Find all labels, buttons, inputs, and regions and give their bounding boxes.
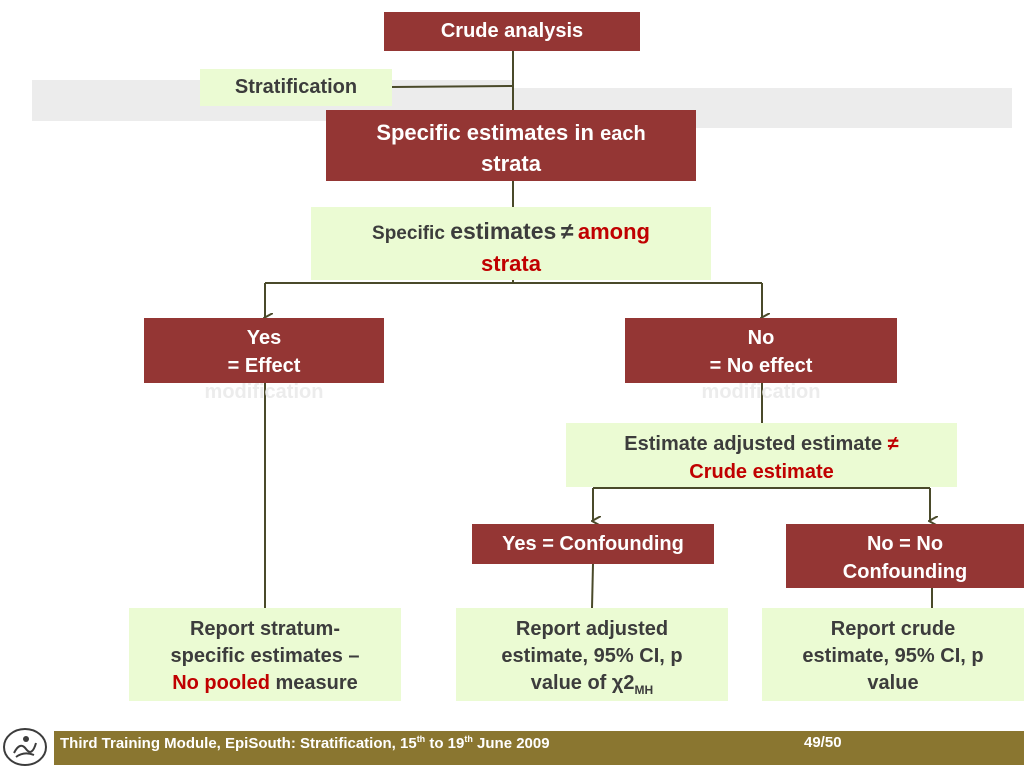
not-equal-icon: ≠ xyxy=(560,218,574,244)
specific-estimates-text: Specific estimates in xyxy=(376,120,601,145)
among-strata-estimates: estimates xyxy=(450,218,557,244)
no-confounding-line2: Confounding xyxy=(842,561,968,583)
report-stratum-box: Report stratum- specific estimates – No … xyxy=(129,608,401,701)
no-effect-effect: = No effect xyxy=(709,355,813,377)
footer-text-c: June 2009 xyxy=(472,735,550,752)
report-crude-line2: estimate, 95% CI, p xyxy=(802,645,984,667)
specific-estimates-each: each xyxy=(600,123,646,145)
yes-effect-yes: Yes xyxy=(246,327,282,349)
report-adjusted-line3: value of χ2 xyxy=(530,672,635,694)
footer-sup-b: th xyxy=(464,734,473,744)
among-strata-box: Specific estimates ≠ among strata xyxy=(311,207,711,280)
no-effect-no: No xyxy=(747,327,775,349)
report-adjusted-line2: estimate, 95% CI, p xyxy=(501,645,683,667)
report-adjusted-sub: MH xyxy=(634,683,654,697)
page-number: 49/50 xyxy=(804,734,842,751)
footer-text-a: Third Training Module, EpiSouth: Stratif… xyxy=(60,735,417,752)
report-stratum-line1: Report stratum- xyxy=(189,618,340,640)
yes-effect-modification: modification xyxy=(204,381,324,403)
no-effect-box: No = No effect xyxy=(625,318,897,383)
specific-estimates-strata: strata xyxy=(481,151,541,176)
report-crude-line1: Report crude xyxy=(830,618,956,640)
footer-text-b: to 19 xyxy=(425,735,465,752)
crude-analysis-box: Crude analysis xyxy=(384,12,640,51)
report-stratum-no-pooled: No pooled xyxy=(172,672,270,694)
report-adjusted-line1: Report adjusted xyxy=(515,618,669,640)
specific-estimates-box: Specific estimates in each strata xyxy=(326,110,696,181)
among-strata-strata: strata xyxy=(481,251,541,276)
among-strata-among: among xyxy=(577,219,650,244)
report-crude-box: Report crude estimate, 95% CI, p value xyxy=(762,608,1024,701)
no-confounding-box: No = No Confounding xyxy=(786,524,1024,588)
episouth-logo-icon xyxy=(3,728,47,766)
no-effect-modification: modification xyxy=(701,381,821,403)
connector-yes-confounding-to-report xyxy=(591,563,594,609)
stratification-box: Stratification xyxy=(200,69,392,106)
footer-sup-a: th xyxy=(416,734,426,744)
adjusted-vs-crude-box: Estimate adjusted estimate ≠ Crude estim… xyxy=(566,423,957,487)
yes-confounding-label: Yes = Confounding xyxy=(502,533,684,555)
stratification-label: Stratification xyxy=(234,76,358,98)
yes-effect-box: Yes = Effect xyxy=(144,318,384,383)
footer-title: Third Training Module, EpiSouth: Stratif… xyxy=(60,734,550,752)
among-strata-specific: Specific xyxy=(372,223,451,244)
no-confounding-line1: No = No xyxy=(866,533,944,555)
footer xyxy=(0,727,1024,768)
yes-effect-effect: = Effect xyxy=(227,355,301,377)
connector-stratification xyxy=(391,85,514,88)
adjusted-vs-crude-crude: Crude estimate xyxy=(689,461,834,483)
crude-analysis-label: Crude analysis xyxy=(440,20,584,42)
not-equal-icon-2: ≠ xyxy=(887,433,899,455)
report-adjusted-box: Report adjusted estimate, 95% CI, p valu… xyxy=(456,608,728,701)
yes-confounding-box: Yes = Confounding xyxy=(472,524,714,564)
report-stratum-measure: measure xyxy=(269,672,358,694)
report-stratum-line2: specific estimates – xyxy=(170,645,360,667)
adjusted-vs-crude-text: Estimate adjusted estimate xyxy=(624,433,888,455)
footer-bar xyxy=(54,731,1024,765)
report-crude-line3: value xyxy=(867,672,919,694)
